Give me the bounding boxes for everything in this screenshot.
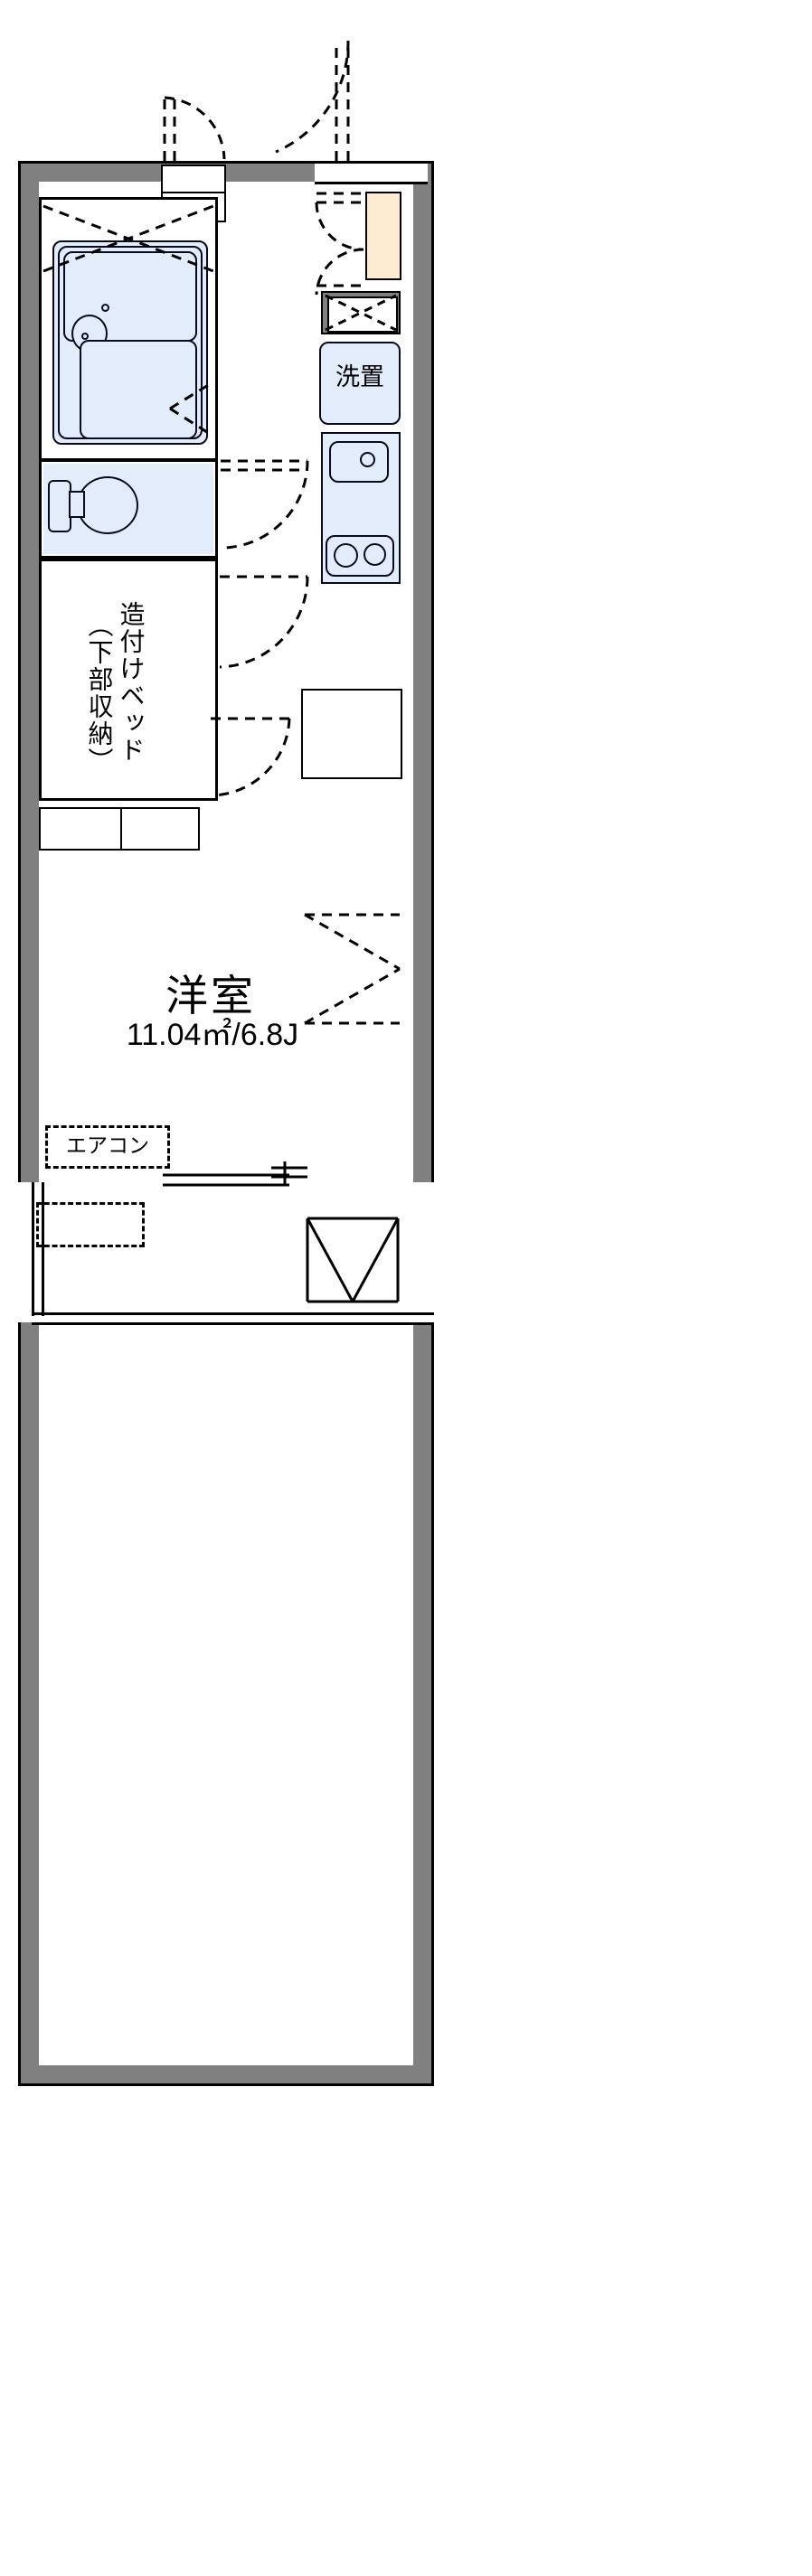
balcony-edge-bottom-inner — [32, 1322, 434, 1325]
bathtub-drain-icon — [101, 304, 109, 312]
balcony-edge-bottom — [32, 1312, 434, 1315]
balcony-edge-left-inner — [42, 1182, 44, 1316]
stove-burner-left-icon — [334, 543, 358, 568]
stove-burner-right-icon — [364, 543, 386, 566]
toilet-tank — [48, 480, 71, 532]
bed-storage-drawer-right — [120, 807, 200, 851]
bed-storage-drawer-left — [39, 807, 122, 851]
wash-basin-drain-icon — [81, 333, 89, 340]
main-room-name: 洋室 — [165, 972, 256, 1020]
shower-floor — [80, 340, 197, 439]
entrance-door-opening — [315, 161, 428, 184]
main-room-area: 11.04㎡/6.8J — [126, 1018, 299, 1052]
room-closet — [301, 689, 402, 779]
laundry-label: 洗置 — [335, 363, 384, 390]
balcony-drain-left — [36, 1202, 145, 1247]
washing-machine-space — [319, 342, 401, 425]
kitchen-sink-drain-icon — [360, 452, 375, 467]
kitchen-sink — [329, 441, 389, 483]
builtin-bed-label-right: 造付けベッド — [117, 601, 146, 764]
balcony-edge-left — [32, 1182, 34, 1316]
builtin-bed-area — [39, 559, 218, 801]
aircon-label: エアコン — [66, 1133, 149, 1157]
entrance-tile — [365, 192, 401, 280]
secondary-door-swing — [163, 96, 226, 161]
overhead-closet — [321, 291, 401, 334]
entrance-door-swing — [275, 40, 350, 161]
toilet-neck — [69, 491, 85, 518]
aircon-box — [45, 1125, 170, 1169]
builtin-bed-label-left: （下部収納） — [85, 612, 114, 775]
toilet-bowl — [77, 476, 138, 534]
